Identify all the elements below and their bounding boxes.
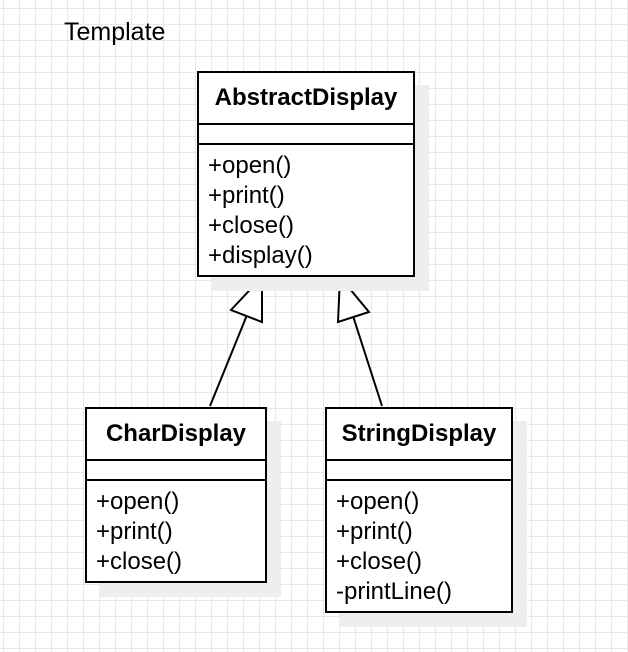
- generalization-line: [209, 314, 248, 407]
- operation: +print(): [208, 182, 285, 209]
- attributes-compartment: [199, 125, 413, 145]
- generalization-arrowhead: [229, 274, 263, 324]
- attributes-compartment: [87, 461, 265, 481]
- attributes-compartment: [327, 461, 511, 481]
- operations-compartment: +open() +print() +close() -printLine(): [327, 481, 511, 607]
- operations-compartment: +open() +print() +close(): [87, 481, 265, 577]
- generalization-string-to-abstract: [336, 274, 383, 407]
- operation: +open(): [96, 488, 180, 515]
- operation: +print(): [96, 518, 173, 545]
- operations-compartment: +open() +print() +close() +display(): [199, 145, 413, 271]
- class-name: StringDisplay: [327, 409, 511, 461]
- operation: +close(): [208, 212, 295, 239]
- operation: +open(): [208, 152, 292, 179]
- generalization-char-to-abstract: [209, 274, 263, 407]
- class-name: CharDisplay: [87, 409, 265, 461]
- operation: +open(): [336, 488, 420, 515]
- operation: +print(): [336, 518, 413, 545]
- operation: +close(): [336, 548, 423, 575]
- diagram-title: Template: [64, 18, 166, 46]
- generalization-line: [352, 315, 383, 407]
- generalization-arrowhead: [336, 274, 371, 324]
- operation: +display(): [208, 242, 313, 269]
- class-box-abstract-display[interactable]: AbstractDisplay +open() +print() +close(…: [197, 71, 415, 277]
- class-box-string-display[interactable]: StringDisplay +open() +print() +close() …: [325, 407, 513, 613]
- operation: +close(): [96, 548, 183, 575]
- class-name: AbstractDisplay: [199, 73, 413, 125]
- class-box-char-display[interactable]: CharDisplay +open() +print() +close(): [85, 407, 267, 583]
- operation: -printLine(): [336, 578, 453, 605]
